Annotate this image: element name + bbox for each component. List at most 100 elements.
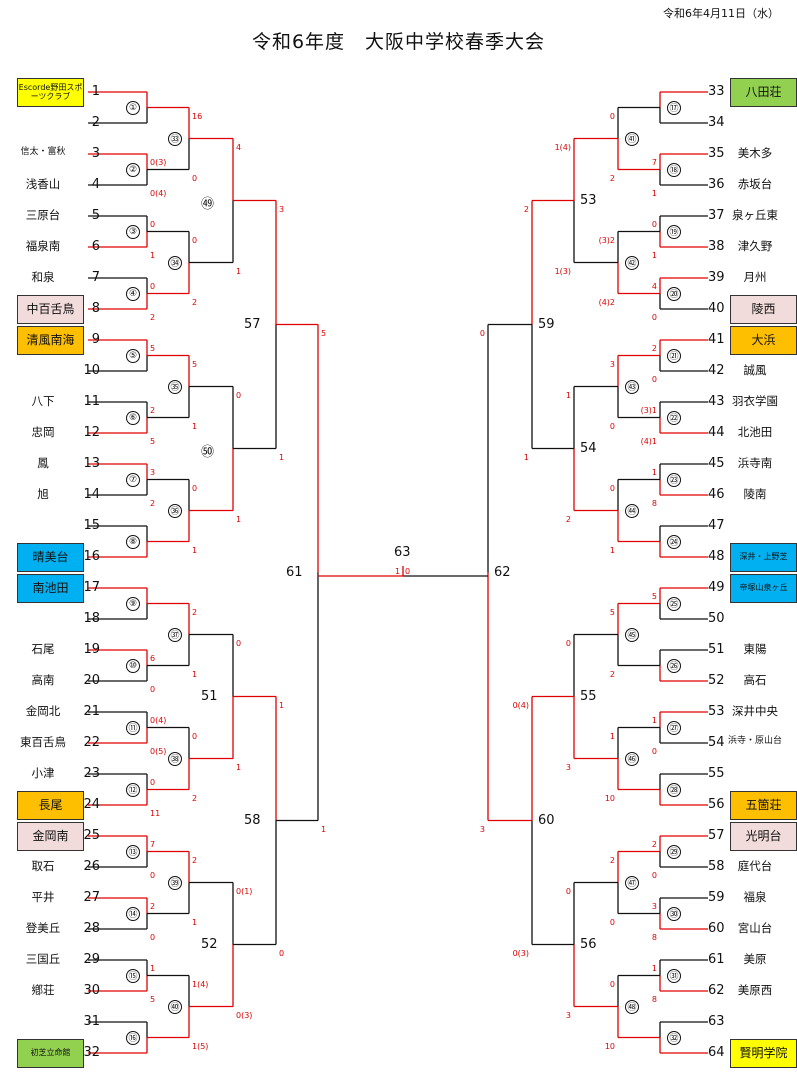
seed-number: 38 [708, 239, 725, 254]
seed-number: 46 [708, 487, 725, 502]
match-score: 1 [150, 251, 156, 260]
seed-number: 11 [83, 394, 100, 409]
match-score: 0 [651, 375, 657, 384]
match-score: 0 [192, 173, 198, 183]
match-number: ⑲ [667, 224, 681, 239]
match-number: ㊱ [168, 503, 182, 518]
match-number: ㉜ [667, 1030, 681, 1045]
seed-number: 42 [708, 363, 725, 378]
match-score: 2 [609, 855, 615, 865]
team-name: 福泉南 [25, 239, 61, 253]
match-score: 10 [604, 793, 615, 803]
team-name: 鳳 [37, 456, 49, 470]
match-number: ㊾ [201, 196, 215, 212]
match-score: 0 [192, 731, 198, 741]
match-score: 1(4) [192, 979, 209, 989]
team-name-box: 初芝立命館 [17, 1039, 84, 1068]
seed-number: 6 [91, 239, 100, 254]
match-number: 61 [286, 564, 303, 580]
match-score: 1 [279, 700, 285, 710]
match-number: ㉓ [667, 472, 681, 487]
seed-number: 35 [708, 146, 725, 161]
match-score: 0 [150, 778, 156, 787]
match-score: 1 [236, 762, 242, 772]
team-name: 美原西 [737, 983, 773, 997]
team-name-box: 八田荘 [730, 78, 797, 107]
seed-number: 59 [708, 890, 725, 905]
team-name-box: 清風南海 [17, 326, 84, 355]
seed-number: 45 [708, 456, 725, 471]
match-number: ④ [126, 286, 140, 301]
seed-number: 18 [83, 611, 100, 626]
seed-number: 40 [708, 301, 725, 316]
match-score: 7 [150, 840, 156, 849]
match-score: 1 [192, 421, 198, 431]
seed-number: 26 [83, 859, 100, 874]
match-number: ⑯ [126, 1030, 140, 1045]
team-name: 鄕荘 [31, 983, 55, 997]
team-name: 美木多 [737, 146, 773, 160]
match-number: ㉝ [168, 131, 182, 146]
seed-number: 44 [708, 425, 725, 440]
match-score: 3 [609, 359, 615, 369]
seed-number: 58 [708, 859, 725, 874]
team-name: 浜寺南 [737, 456, 773, 470]
seed-number: 4 [91, 177, 100, 192]
team-name-box: 南池田 [17, 574, 84, 603]
seed-number: 9 [91, 332, 100, 347]
seed-number: 33 [708, 84, 725, 99]
team-name-box: 金岡南 [17, 822, 84, 851]
team-name: 八下 [31, 394, 55, 408]
match-score: 0 [236, 638, 242, 648]
team-name-box: 帝塚山泉ヶ丘 [730, 574, 797, 603]
seed-number: 16 [83, 549, 100, 564]
seed-number: 8 [91, 301, 100, 316]
match-score: 2 [192, 607, 198, 617]
team-name-box: 光明台 [730, 822, 797, 851]
match-number: ② [126, 162, 140, 177]
final-score-right: 0 [405, 567, 411, 576]
team-name: 高石 [743, 673, 767, 687]
match-score: 8 [651, 933, 657, 942]
seed-number: 13 [83, 456, 100, 471]
match-score: 8 [651, 995, 657, 1004]
match-score: 3 [150, 468, 156, 477]
seed-number: 3 [91, 146, 100, 161]
seed-number: 21 [83, 704, 100, 719]
team-name: 取石 [31, 859, 55, 873]
seed-number: 22 [83, 735, 100, 750]
match-number: ㊴ [168, 875, 182, 890]
match-number: ㉟ [168, 379, 182, 394]
match-score: 1 [192, 545, 198, 555]
match-number: 55 [580, 688, 597, 704]
match-score: 1 [150, 964, 156, 973]
match-number: ㊷ [625, 255, 639, 270]
seed-number: 48 [708, 549, 725, 564]
team-name: 羽衣学園 [732, 394, 778, 408]
match-number: 53 [580, 192, 597, 208]
match-score: 2 [609, 669, 615, 679]
match-number: ㊺ [625, 627, 639, 642]
seed-number: 61 [708, 952, 725, 967]
match-score: 3 [565, 762, 571, 772]
match-number: ㊳ [168, 751, 182, 766]
team-name: 三原台 [25, 208, 61, 222]
seed-number: 53 [708, 704, 725, 719]
match-score: 0 [609, 483, 615, 493]
seed-number: 29 [83, 952, 100, 967]
seed-number: 14 [83, 487, 100, 502]
team-name: 北池田 [737, 425, 773, 439]
seed-number: 27 [83, 890, 100, 905]
match-score: 11 [150, 809, 161, 818]
seed-number: 62 [708, 983, 725, 998]
seed-number: 54 [708, 735, 725, 750]
match-score: 0 [150, 933, 156, 942]
seed-number: 5 [91, 208, 100, 223]
seed-number: 36 [708, 177, 725, 192]
match-score: 3 [279, 204, 285, 214]
match-number: ⑫ [126, 782, 140, 797]
seed-number: 28 [83, 921, 100, 936]
seed-number: 7 [91, 270, 100, 285]
match-score: (3)1 [640, 406, 657, 415]
match-score: 0 [236, 390, 242, 400]
